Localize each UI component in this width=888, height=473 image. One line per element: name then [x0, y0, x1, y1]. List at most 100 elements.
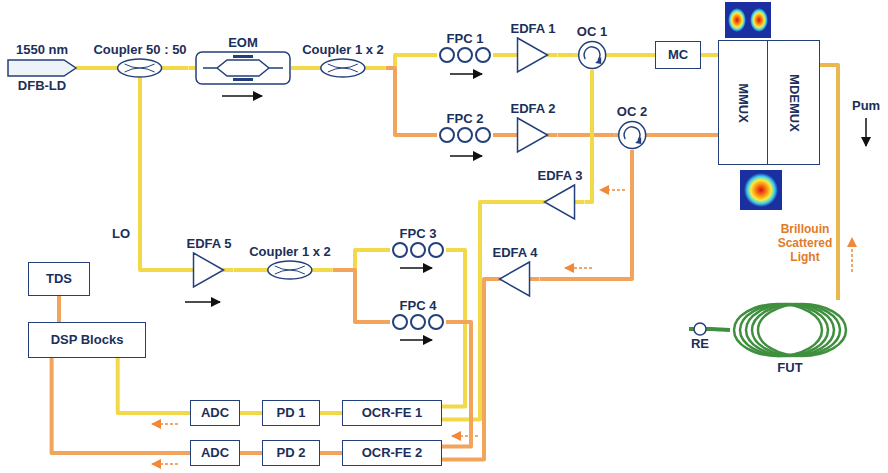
component-label: FPC 3: [390, 226, 446, 242]
circulator: OC 2: [615, 104, 649, 150]
ampR-symbol: [508, 117, 557, 153]
box-label: DSP Blocks: [51, 332, 124, 348]
fiber-link: [701, 53, 718, 57]
dsp-box: DSP Blocks: [28, 322, 146, 358]
fiber-link: [493, 53, 509, 57]
polarization-controller: FPC 1: [437, 31, 493, 63]
receiver-box: OCR-FE 1: [342, 400, 442, 426]
polarization-controller: FPC 4: [390, 298, 446, 330]
component-label: OC 1: [575, 24, 609, 40]
fpc-symbol: [390, 314, 446, 330]
component-label: EDFA 1: [508, 21, 557, 37]
fpc-symbol: [437, 127, 493, 143]
fiber-link: [493, 133, 509, 137]
fiber-link: [442, 250, 465, 407]
box-label: PD 2: [277, 445, 306, 461]
fiber-link: [386, 68, 437, 135]
signal-name: Brillouin Scattered Light: [772, 222, 838, 264]
fiber-link: [558, 133, 615, 137]
fpc-symbol: [437, 47, 493, 63]
fiber-spool: FUT: [730, 300, 850, 376]
fiber-link: [333, 270, 390, 322]
eom-symbol: [195, 51, 291, 85]
fiber-coupler: Coupler 1 x 2: [300, 42, 386, 78]
component-label: FPC 4: [390, 298, 446, 314]
amplifier: EDFA 3: [535, 168, 584, 220]
signal-name: Pum: [852, 98, 880, 114]
receiver-box: OCR-FE 2: [342, 440, 442, 466]
fiber-link: [711, 329, 730, 330]
fiber-link: [57, 296, 61, 322]
cpl-symbol: [247, 260, 333, 280]
amplifier: EDFA 4: [490, 245, 539, 297]
box-label: MMUX: [735, 83, 751, 123]
fiber-link: [189, 66, 195, 70]
box-label: OCR-FE 2: [362, 445, 423, 461]
box-label: ADC: [201, 405, 229, 421]
component-label: OC 2: [615, 104, 649, 120]
box-label: PD 1: [277, 405, 306, 421]
amplifier: EDFA 2: [508, 101, 557, 153]
component-label: FPC 2: [437, 111, 493, 127]
fiber-link: [291, 66, 300, 70]
fiber-link: [820, 65, 838, 300]
fiber-link: [585, 70, 593, 202]
fiber-link: [442, 322, 471, 447]
scope-box: TDS: [28, 262, 90, 296]
fiber-link: [558, 53, 575, 57]
component-label: EDFA 4: [490, 245, 539, 261]
fiber-link: [320, 411, 342, 415]
box-label: MC: [668, 47, 688, 63]
component-label: RE: [689, 336, 711, 352]
signal-name: LO: [112, 226, 130, 242]
oc-symbol: [575, 40, 609, 70]
amplifier: EDFA 5: [184, 236, 233, 288]
amplifier: EDFA 1: [508, 21, 557, 73]
fiber-coupler: Coupler 1 x 2: [247, 244, 333, 280]
box-label: ADC: [201, 445, 229, 461]
fiber-link: [333, 250, 390, 270]
cpl-symbol: [91, 58, 188, 78]
component-label: FUT: [730, 360, 850, 376]
component-label: EOM: [195, 35, 291, 51]
fiber-coupler: Coupler 50 : 50: [91, 42, 188, 78]
circulator: OC 1: [575, 24, 609, 70]
component-label: Coupler 50 : 50: [91, 42, 188, 58]
adc-box: ADC: [190, 400, 240, 426]
polarization-controller: FPC 2: [437, 111, 493, 143]
mode-profile-lp01: [740, 170, 782, 210]
mode-converter: MC: [655, 41, 701, 69]
mux-box: MMUX: [718, 40, 768, 165]
fiber-link: [442, 202, 536, 420]
mode-profile-lp11: [725, 2, 771, 38]
fiber-link: [320, 451, 342, 455]
modulator: EOM: [195, 35, 291, 85]
fiber-link: [118, 358, 190, 413]
fiber-link: [52, 358, 190, 453]
demux-box: MDEMUX: [767, 40, 820, 165]
photodiode-box: PD 2: [262, 440, 320, 466]
fiber-link: [76, 66, 91, 70]
component-label: FPC 1: [437, 31, 493, 47]
fiber-link: [140, 78, 185, 270]
adc-box: ADC: [190, 440, 240, 466]
laser-source: 1550 nmDFB-LD: [8, 42, 76, 94]
ampL-symbol: [535, 184, 584, 220]
component-label: EDFA 2: [508, 101, 557, 117]
re-symbol: [689, 322, 711, 336]
oc-symbol: [615, 120, 649, 150]
component-label: Coupler 1 x 2: [247, 244, 333, 260]
polarization-controller: FPC 3: [390, 226, 446, 258]
fiber-link: [649, 133, 718, 137]
fiber-link: [234, 268, 248, 272]
box-label: MDEMUX: [786, 74, 802, 132]
box-label: OCR-FE 1: [362, 405, 423, 421]
signal-arrow: [152, 190, 852, 464]
box-label: TDS: [46, 271, 72, 287]
component-label: EDFA 5: [184, 236, 233, 252]
laser-symbol: [8, 58, 76, 78]
component-label: Coupler 1 x 2: [300, 42, 386, 58]
photodiode-box: PD 1: [262, 400, 320, 426]
ampR-symbol: [508, 37, 557, 73]
reflective-end: RE: [689, 322, 711, 352]
